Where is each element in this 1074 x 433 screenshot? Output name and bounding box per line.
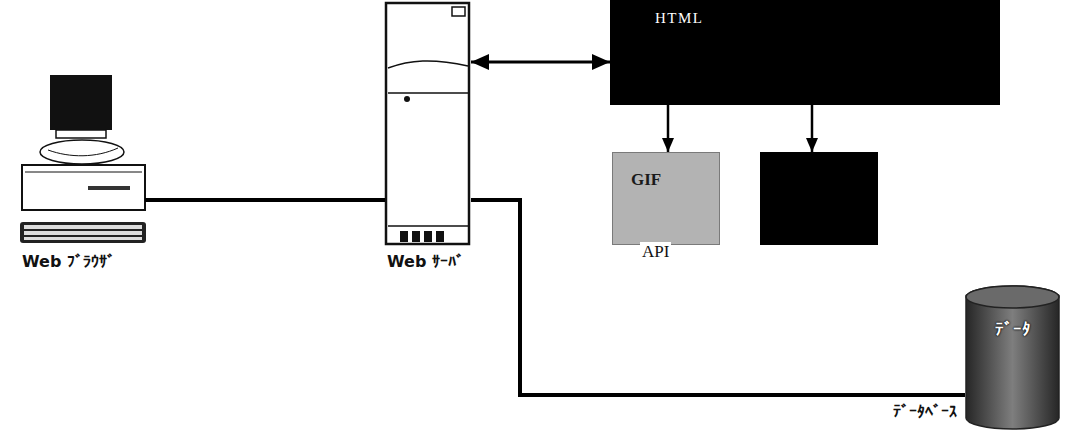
server-divider [388, 92, 468, 94]
database-label: ﾃﾞｰﾀﾍﾞｰｽ [891, 402, 959, 422]
key-row [24, 225, 142, 229]
server-curve [388, 61, 468, 68]
node-label: Web ｻｰﾊﾞ [385, 252, 466, 272]
connector-line [471, 61, 610, 64]
web-browser-node: Web ﾌﾞﾗｳｻﾞ [18, 70, 145, 245]
keyboard [20, 222, 146, 243]
resource-arrow [811, 105, 814, 152]
computer-figure [20, 75, 146, 243]
key-row [24, 237, 142, 240]
gif-box: GIF [612, 152, 720, 245]
server-case [386, 3, 469, 244]
power-dot [404, 96, 410, 102]
cylinder-outline [965, 285, 1060, 430]
drive-slot [436, 231, 444, 242]
drive-slot [424, 231, 432, 242]
cylinder-text: ﾃﾞｰﾀ [995, 319, 1031, 339]
connector-line [145, 198, 385, 202]
html-box: HTML [610, 0, 1000, 105]
monitor-screen [50, 75, 112, 130]
web-server-node: Web ｻｰﾊﾞ [385, 2, 471, 245]
drive-slot [412, 231, 420, 242]
box-title: GIF [631, 170, 661, 190]
unit-line [25, 172, 142, 173]
drive-slot [400, 231, 408, 242]
box-title: HTML [655, 9, 704, 27]
node-label: Web ﾌﾞﾗｳｻﾞ [20, 252, 117, 272]
unit-slot [88, 186, 130, 190]
cylinder-body [966, 286, 1059, 429]
server-figure [386, 3, 469, 244]
server-divider [388, 225, 468, 227]
connector-line [667, 105, 670, 152]
cylinder-top [966, 286, 1059, 308]
system-unit [22, 165, 145, 210]
monitor-stand [40, 140, 124, 164]
database-cylinder: ﾃﾞｰﾀﾃﾞｰﾀﾍﾞｰｽ [965, 285, 1060, 430]
resource-box [760, 152, 878, 245]
stand-curve [48, 148, 118, 156]
monitor-neck [56, 130, 106, 138]
server-badge [452, 7, 465, 16]
interface-label: API [640, 242, 671, 262]
key-row [24, 231, 142, 235]
